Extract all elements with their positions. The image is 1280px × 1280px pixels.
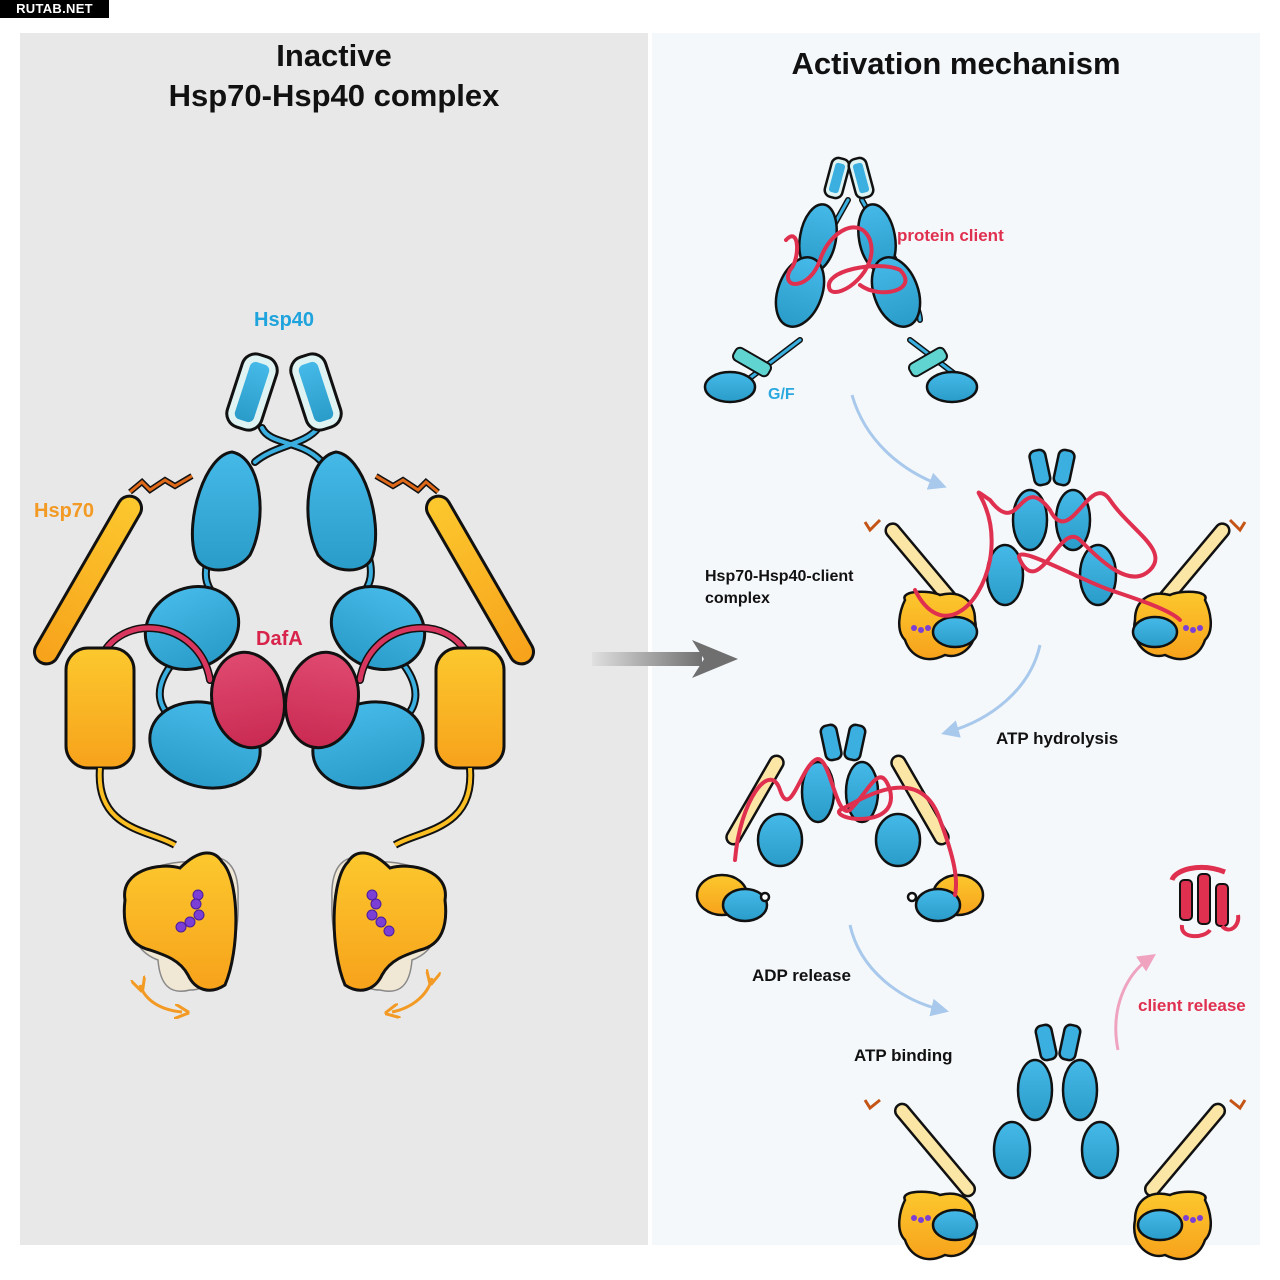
hsp40-j-domain-right xyxy=(289,352,343,432)
inactive-complex xyxy=(33,352,535,1012)
inactive-title-line1: Inactive xyxy=(276,38,392,73)
flow-arrow-3 xyxy=(848,924,950,1017)
inactive-title-line2: Hsp70-Hsp40 complex xyxy=(168,78,500,113)
dafa-subunit-left xyxy=(210,650,286,750)
motion-arrow-left xyxy=(140,985,182,1012)
dafa-label: DafA xyxy=(256,628,303,650)
client-tangle-stage1 xyxy=(784,225,908,295)
flow-arrow-2 xyxy=(941,644,1042,738)
atp-hydrolysis-label: ATP hydrolysis xyxy=(996,729,1119,748)
client-complex-label: Hsp70-Hsp40-client complex xyxy=(705,566,854,610)
folded-client xyxy=(1169,865,1241,939)
hsp40-ctd1-right xyxy=(306,450,378,572)
stage3-hydrolyzed-complex xyxy=(695,723,985,923)
hsp70-nbd-right xyxy=(331,851,448,992)
atp-molecule-right xyxy=(366,889,395,937)
hsp40-label: Hsp40 xyxy=(254,309,315,331)
client-tangle-stage2 xyxy=(913,490,1182,622)
motion-arrow-right xyxy=(392,978,432,1012)
gf-label: G/F xyxy=(768,386,795,403)
protein-client-label: protein client xyxy=(897,226,1004,245)
adp-release-label: ADP release xyxy=(752,966,851,985)
hsp70-interdomain-linker-right xyxy=(392,767,475,849)
client-release-label: client release xyxy=(1138,996,1246,1015)
hsp70-sbd-left xyxy=(64,646,136,770)
hsp70-lid-left xyxy=(33,494,143,666)
hsp40-ctd1-left xyxy=(190,450,262,572)
flow-arrow-client-release xyxy=(1114,953,1156,1051)
watermark: RUTAB.NET xyxy=(0,0,109,18)
stage2-client-complex xyxy=(863,448,1247,661)
activation-title: Activation mechanism xyxy=(791,46,1121,81)
dafa-subunit-right xyxy=(284,650,360,750)
client-complex-label-line2: complex xyxy=(705,590,770,607)
hsp40-j-domain-left xyxy=(225,352,279,432)
hsp40-linkers xyxy=(155,424,420,724)
hsp70-interdomain-linker-left xyxy=(95,767,178,849)
atp-binding-label: ATP binding xyxy=(854,1046,953,1065)
client-complex-label-line1: Hsp70-Hsp40-client xyxy=(705,568,854,585)
hsp70-lid-right xyxy=(425,494,535,666)
hsp70-sbd-right xyxy=(434,646,506,770)
flow-arrow-1 xyxy=(850,394,947,490)
client-tangle-stage3 xyxy=(733,757,959,897)
hsp70-label: Hsp70 xyxy=(34,500,95,522)
stage4-atp-bound xyxy=(863,1023,1247,1261)
atp-molecule-left xyxy=(175,889,205,933)
main-transition-arrow xyxy=(592,640,738,678)
stage1-hsp40-client xyxy=(703,156,979,404)
inactive-title: Inactive Hsp70-Hsp40 complex xyxy=(20,36,648,116)
